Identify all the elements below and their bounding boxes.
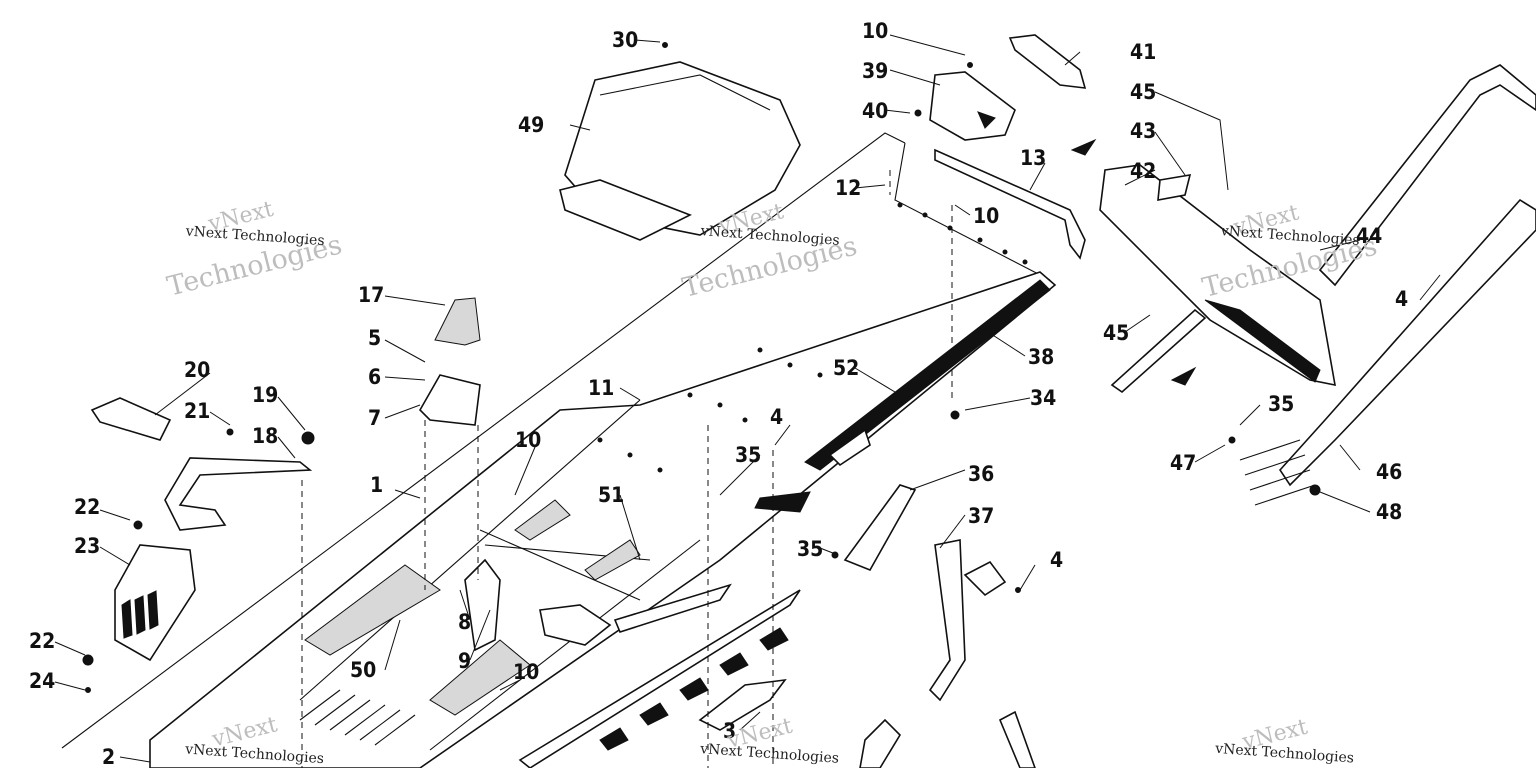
callout-44: 44 bbox=[1356, 224, 1382, 248]
center-bracket bbox=[464, 558, 612, 652]
rear-bracket bbox=[934, 148, 1086, 260]
mounting-lines bbox=[301, 170, 953, 768]
direction-arrow-bottom bbox=[1170, 366, 1197, 386]
tail-light-assembly bbox=[1099, 164, 1336, 387]
callout-6: 6 bbox=[368, 365, 381, 389]
callout-38: 38 bbox=[1028, 345, 1054, 369]
callout-43: 43 bbox=[1130, 119, 1156, 143]
callout-50: 50 bbox=[350, 658, 376, 682]
callout-22-upper: 22 bbox=[74, 495, 100, 519]
callout-47: 47 bbox=[1170, 451, 1196, 475]
plate-4 bbox=[963, 560, 1007, 597]
callout-17: 17 bbox=[358, 283, 384, 307]
bracket-3 bbox=[698, 678, 787, 731]
callout-35-center: 35 bbox=[735, 443, 761, 467]
handle-18 bbox=[164, 457, 313, 531]
callout-labels: 1 2 3 4 4 4 5 6 7 8 9 10 10 10 10 11 12 … bbox=[29, 19, 1408, 768]
callout-10-bottom: 10 bbox=[513, 660, 539, 684]
callout-4-center: 4 bbox=[770, 405, 783, 429]
callout-37: 37 bbox=[968, 504, 994, 528]
callout-30: 30 bbox=[612, 28, 638, 52]
callout-22-lower: 22 bbox=[29, 629, 55, 653]
front-rail-lower bbox=[998, 710, 1036, 768]
callout-18: 18 bbox=[252, 424, 278, 448]
callout-39: 39 bbox=[862, 59, 888, 83]
watermark-caption: vNext Technologies bbox=[699, 741, 840, 767]
callout-4-rear: 4 bbox=[1395, 287, 1408, 311]
callout-41: 41 bbox=[1130, 40, 1156, 64]
rear-flap-slot bbox=[977, 111, 996, 129]
callout-5: 5 bbox=[368, 326, 381, 350]
callout-45-lower: 45 bbox=[1103, 321, 1129, 345]
callout-21: 21 bbox=[184, 399, 210, 423]
callout-34: 34 bbox=[1030, 386, 1056, 410]
running-board-pads bbox=[299, 499, 641, 746]
callout-2: 2 bbox=[102, 745, 115, 768]
mud-guard bbox=[1239, 439, 1316, 506]
direction-arrow-top bbox=[1070, 138, 1097, 156]
tunnel-decal bbox=[754, 279, 1051, 513]
rod bbox=[859, 718, 902, 768]
rear-bumper bbox=[1278, 64, 1536, 487]
callout-9: 9 bbox=[458, 649, 471, 673]
callout-10-top: 10 bbox=[862, 19, 888, 43]
callout-51: 51 bbox=[598, 483, 624, 507]
callout-7: 7 bbox=[368, 406, 381, 430]
callout-3: 3 bbox=[723, 719, 736, 743]
heat-shield bbox=[114, 544, 196, 662]
callout-48: 48 bbox=[1376, 500, 1402, 524]
callout-12: 12 bbox=[835, 176, 861, 200]
watermark-caption: vNext Technologies bbox=[184, 223, 325, 249]
callout-13: 13 bbox=[1020, 146, 1046, 170]
bumper-bracket bbox=[1110, 308, 1207, 394]
callout-49: 49 bbox=[518, 113, 544, 137]
fasteners bbox=[82, 42, 1321, 693]
callout-20: 20 bbox=[184, 358, 210, 382]
callout-24: 24 bbox=[29, 669, 55, 693]
callout-36: 36 bbox=[968, 462, 994, 486]
tunnel-frame bbox=[61, 132, 1057, 768]
front-bracket-36 bbox=[843, 484, 917, 572]
callout-10-left: 10 bbox=[515, 428, 541, 452]
leader-lines bbox=[54, 34, 1441, 763]
side-rail bbox=[518, 583, 801, 768]
exchanger-cover bbox=[434, 297, 481, 346]
watermark-caption: vNext Technologies bbox=[1214, 741, 1355, 767]
rear-flap bbox=[929, 71, 1016, 141]
callout-35-lower: 35 bbox=[797, 537, 823, 561]
callout-4-front: 4 bbox=[1050, 548, 1063, 572]
callout-42: 42 bbox=[1130, 159, 1156, 183]
callout-40: 40 bbox=[862, 99, 888, 123]
callout-19: 19 bbox=[252, 383, 278, 407]
bracket-7 bbox=[419, 374, 481, 426]
callout-23: 23 bbox=[74, 534, 100, 558]
callout-1: 1 bbox=[370, 473, 383, 497]
callout-35-rear: 35 bbox=[1268, 392, 1294, 416]
callout-11: 11 bbox=[588, 376, 614, 400]
callout-46: 46 bbox=[1376, 460, 1402, 484]
cap-20 bbox=[90, 397, 172, 441]
strap-37 bbox=[928, 539, 966, 702]
callout-8: 8 bbox=[458, 610, 471, 634]
flap-retainer bbox=[1008, 34, 1087, 89]
callout-52: 52 bbox=[833, 356, 859, 380]
seat bbox=[559, 61, 801, 241]
callout-45-top: 45 bbox=[1130, 80, 1156, 104]
callout-10-tunnel: 10 bbox=[973, 204, 999, 228]
